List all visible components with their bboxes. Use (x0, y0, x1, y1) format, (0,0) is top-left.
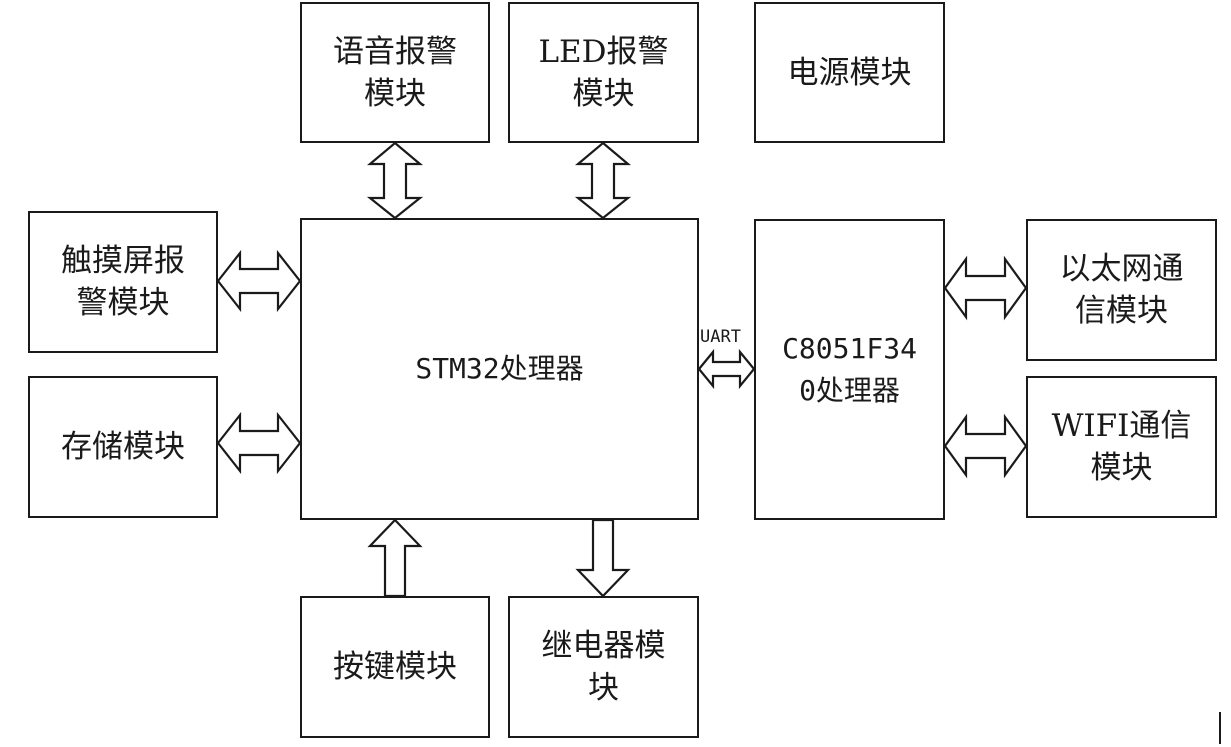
wifi-module-label: WIFI通信 模块 (1051, 408, 1192, 486)
arrow-c8051-ethernet (943, 255, 1028, 321)
led-alarm-module-box: LED报警 模块 (508, 2, 699, 143)
power-module-label: 电源模块 (787, 54, 912, 91)
edge-mark (1219, 712, 1221, 744)
led-alarm-module-label: LED报警 模块 (538, 33, 669, 112)
arrow-c8051-wifi (943, 413, 1028, 479)
storage-module-box: 存储模块 (28, 376, 218, 518)
stm32-processor-box: STM32处理器 (300, 218, 699, 520)
arrow-stm32-relay (575, 518, 631, 598)
uart-link-label: UART (700, 327, 741, 347)
stm32-processor-label: STM32处理器 (415, 352, 584, 385)
c8051-processor-label: C8051F34 0处理器 (782, 331, 917, 407)
touch-screen-alarm-module-box: 触摸屏报 警模块 (28, 211, 218, 353)
relay-module-box: 继电器模 块 (508, 596, 699, 738)
relay-module-label: 继电器模 块 (541, 628, 666, 706)
ethernet-module-label: 以太网通 信模块 (1059, 251, 1184, 329)
key-module-box: 按键模块 (300, 596, 490, 738)
arrow-led-stm32 (574, 141, 632, 220)
c8051-processor-box: C8051F34 0处理器 (754, 219, 945, 520)
storage-module-label: 存储模块 (61, 429, 185, 465)
voice-alarm-module-box: 语音报警 模块 (300, 2, 490, 143)
touch-screen-alarm-module-label: 触摸屏报 警模块 (61, 243, 185, 321)
power-module-box: 电源模块 (754, 2, 945, 143)
arrow-storage-stm32 (216, 411, 302, 475)
arrow-voice-stm32 (366, 141, 424, 220)
arrow-touch-stm32 (216, 249, 302, 313)
wifi-module-box: WIFI通信 模块 (1026, 376, 1217, 518)
arrow-key-stm32 (367, 518, 423, 598)
voice-alarm-module-label: 语音报警 模块 (333, 33, 457, 112)
ethernet-module-box: 以太网通 信模块 (1026, 219, 1217, 361)
key-module-label: 按键模块 (333, 649, 457, 685)
arrow-stm32-c8051 (697, 348, 756, 390)
